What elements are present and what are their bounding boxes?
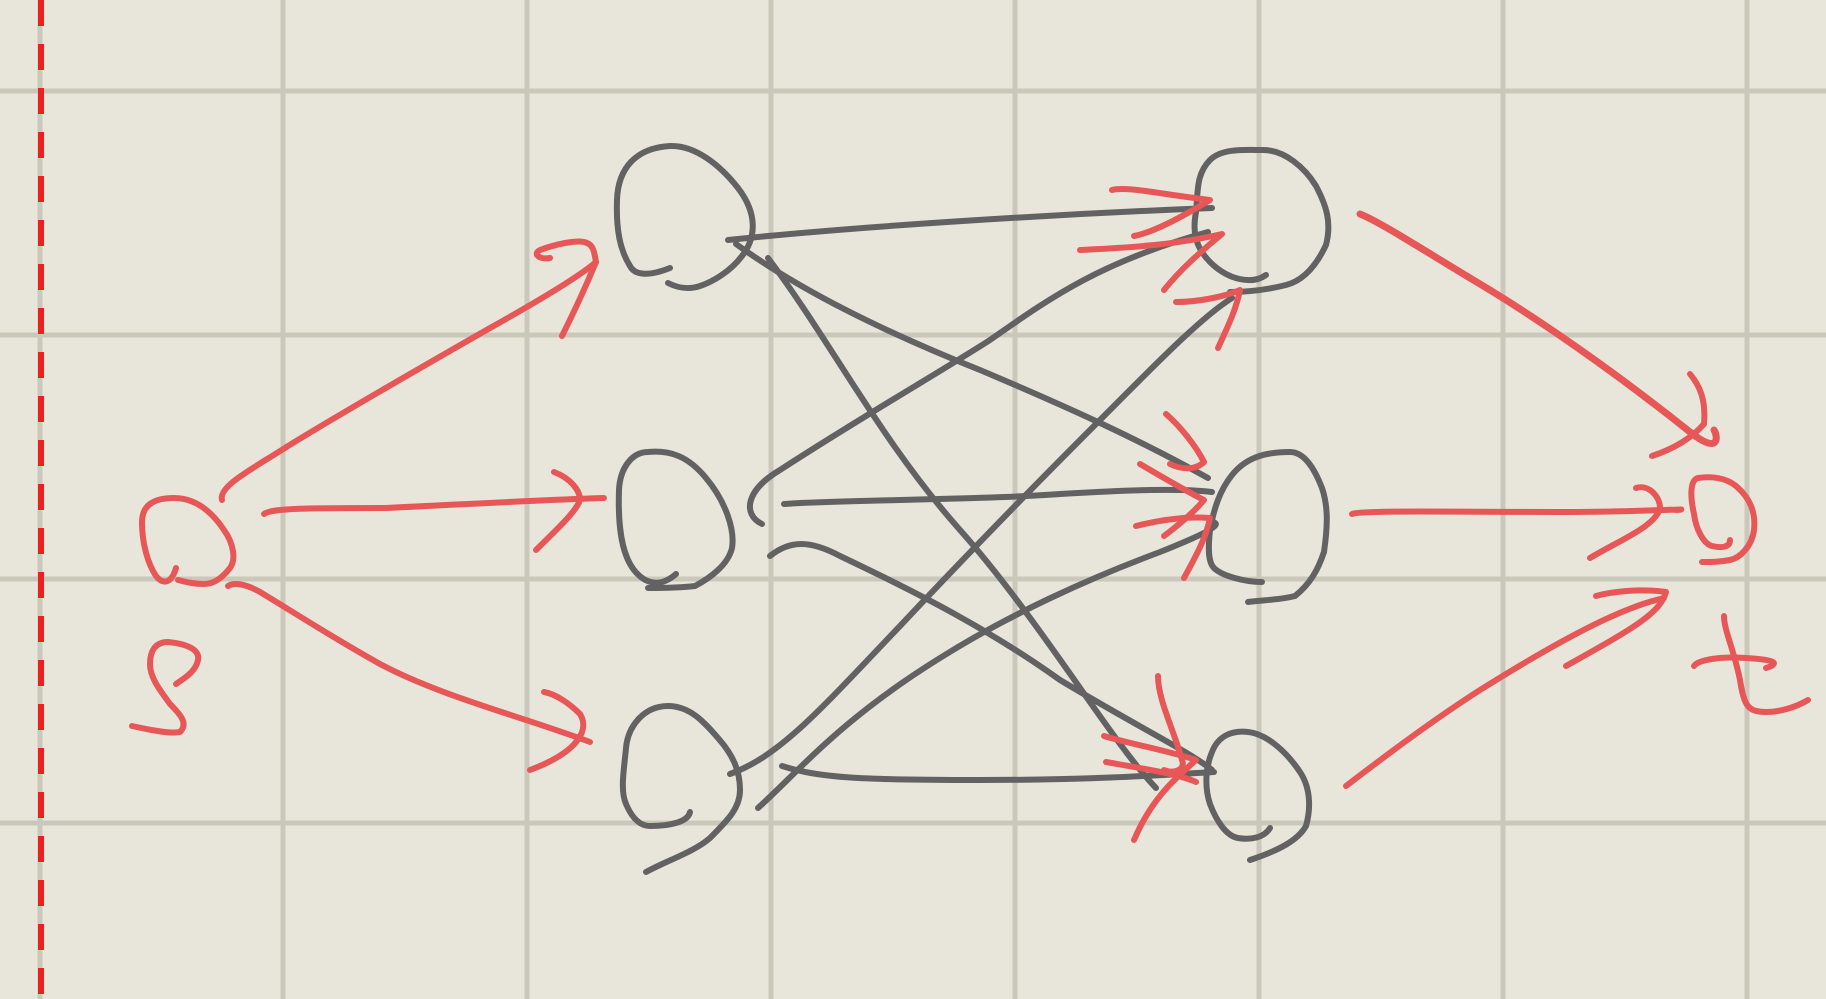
arrow-h2top-out	[1356, 210, 1720, 447]
arrow-input-h1mid	[261, 495, 607, 517]
arrowhead-h2bot-out	[1563, 587, 1669, 669]
edge-h1mid-h2top	[746, 229, 1211, 527]
arrowhead-h2top-out	[1649, 371, 1708, 459]
edge-h1mid-h2mid	[781, 486, 1215, 507]
hidden2-arrowheads	[1077, 185, 1243, 843]
neuron-output-top	[1688, 474, 1758, 565]
arrowhead-input-h1mid	[533, 469, 583, 553]
arrow-input-h1bot	[225, 581, 593, 745]
arrowhead-h2mid-c	[1133, 514, 1213, 581]
output-label-plus-bar	[1691, 654, 1777, 671]
arrow-h2mid-out	[1349, 506, 1685, 517]
output-arrows	[1343, 210, 1720, 789]
edge-h1bot-h2bot	[779, 763, 1217, 783]
arrowhead-h2top-b	[1077, 231, 1225, 293]
arrow-h2bot-out	[1343, 595, 1667, 789]
arrowhead-h2top-c	[1173, 287, 1243, 351]
hidden1-neurons	[613, 142, 756, 875]
arrowhead-h2bot-a	[1155, 673, 1186, 775]
edge-h1bot-h2mid	[755, 519, 1219, 811]
neuron-h2-mid	[1205, 449, 1330, 605]
neuron-h1-top	[613, 142, 756, 292]
neuron-h1-bot	[619, 703, 743, 875]
arrowhead-h2mid-a	[1163, 411, 1207, 472]
neuron-input	[139, 495, 237, 587]
output-label-plus	[1721, 613, 1811, 715]
arrowhead-h2bot-c	[1103, 759, 1199, 785]
edge-h1top-h2top	[725, 205, 1215, 243]
neuron-h2-bot	[1203, 728, 1313, 863]
arrowhead-input-h1top	[533, 238, 599, 339]
input-label-2	[129, 639, 202, 736]
arrowhead-h2top-a	[1109, 185, 1213, 239]
neuron-h1-mid	[615, 448, 736, 591]
arrow-input-h1top	[218, 259, 599, 503]
hidden-connections	[725, 205, 1235, 811]
edge-h1top-h2mid	[733, 241, 1211, 481]
edge-h1top-h2bot	[765, 255, 1159, 791]
arrowhead-h2mid-b	[1137, 461, 1207, 539]
arrowhead-input-h1bot	[527, 689, 587, 773]
input-arrows	[218, 238, 607, 773]
arrowhead-h2mid-out	[1587, 484, 1663, 561]
edge-h1bot-h2top	[727, 295, 1235, 777]
arrowhead-h2bot-b	[1101, 733, 1199, 843]
